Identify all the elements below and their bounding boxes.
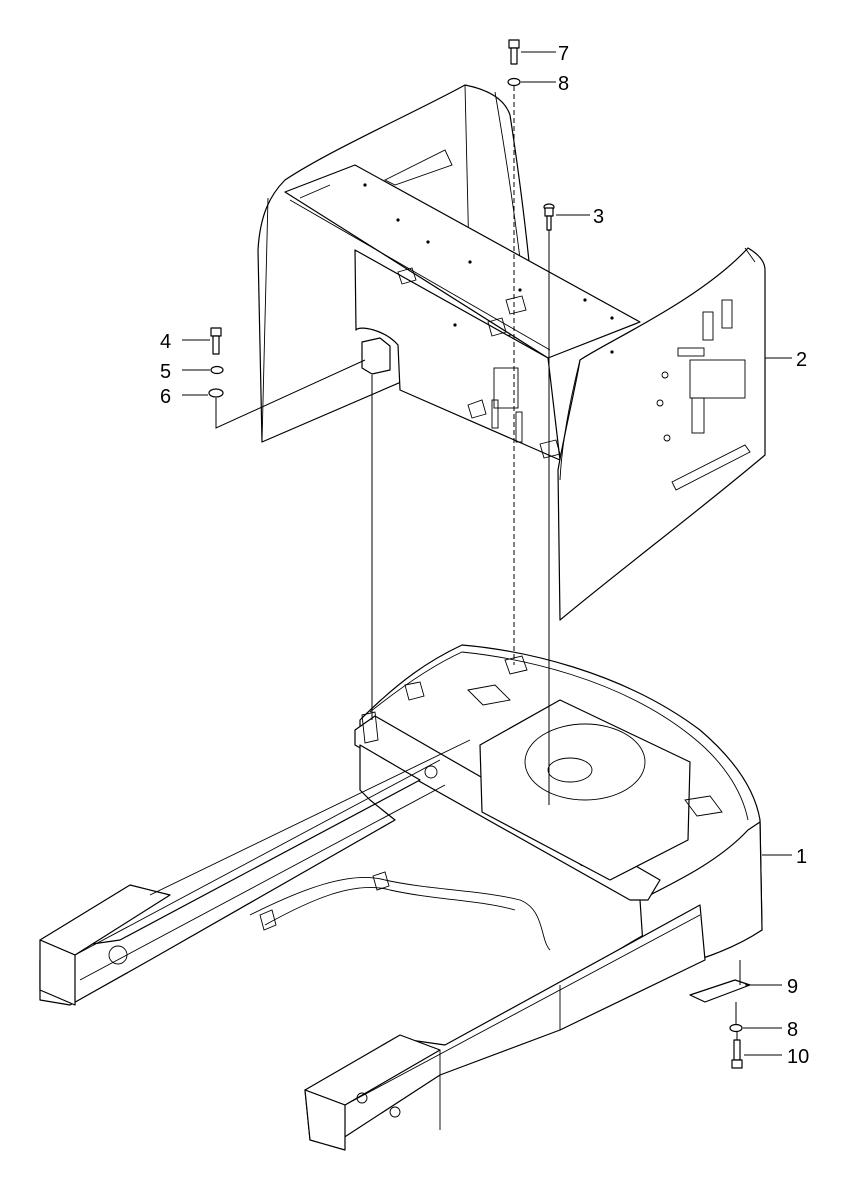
callout-8-bottom: 8: [787, 1019, 798, 1041]
left-arm-boss: [108, 945, 128, 965]
main-frame-assembly: [39, 644, 763, 1151]
callout-4: 4: [160, 331, 171, 353]
callout-7: 7: [558, 43, 569, 65]
inner-bracket-3: [505, 295, 527, 315]
hole: [468, 260, 472, 264]
swing-bearing-box: [479, 699, 691, 881]
inner-bracket-5: [539, 439, 561, 459]
right-arm-boss: [356, 1092, 368, 1104]
callout-1: 1: [796, 846, 807, 868]
washer-8-top-icon: [507, 77, 521, 87]
cross-member-hole-1: [424, 765, 438, 779]
inner-bracket-2: [487, 317, 507, 337]
right-panel-inner-edge: [559, 247, 756, 481]
inner-frame-block-4: [504, 655, 528, 675]
swing-bearing-opening: [524, 723, 646, 801]
inner-frame-block-2: [404, 681, 425, 701]
right-side-panel: [557, 247, 766, 621]
panel-slot-3: [689, 359, 746, 399]
right-arm-hole: [389, 1106, 401, 1118]
top-plate-lip: [289, 149, 551, 351]
bolt-4-icon: [210, 327, 222, 355]
frame-bracket-left: [361, 711, 379, 744]
panel-hole-2: [656, 399, 664, 407]
top-plate: [284, 164, 641, 359]
right-arm-rail: [344, 914, 701, 1130]
inner-strip-2: [515, 411, 523, 443]
swing-bearing-inner: [547, 757, 593, 783]
frame-bottom-cable: [249, 876, 551, 951]
right-arm-front: [304, 1089, 346, 1151]
bolt-7-icon: [508, 39, 520, 65]
hole: [363, 183, 367, 187]
assembly-line-part-9: [735, 960, 741, 1040]
inner-window: [493, 367, 519, 409]
panel-slot-5: [677, 347, 705, 357]
hole: [610, 350, 614, 354]
panel-slot-1: [702, 311, 714, 341]
washer-6-icon: [208, 388, 224, 398]
callout-9: 9: [787, 976, 798, 998]
bolt-10-icon: [731, 1039, 743, 1069]
cover-mount-bracket: [361, 337, 391, 375]
inner-frame-block-1: [467, 684, 511, 706]
callout-5: 5: [160, 361, 171, 383]
left-arm-front: [39, 939, 76, 1006]
cable-clip-2: [372, 871, 390, 891]
callout-8-top: 8: [558, 73, 569, 95]
cover-plate-part-9: [689, 979, 751, 1003]
frame-right-arm: [304, 904, 706, 1141]
hole: [426, 240, 430, 244]
panel-bottom-rail: [671, 444, 751, 491]
frame-top-rim: [369, 651, 749, 821]
washer-5-icon: [210, 365, 224, 375]
assembly-line-bolt-4: [215, 359, 373, 720]
inner-strip-1: [491, 399, 499, 429]
panel-hole-3: [663, 434, 671, 442]
inner-frame-block-3: [684, 795, 723, 817]
left-arm-rail: [74, 739, 471, 981]
panel-slot-4: [691, 397, 705, 434]
upper-cover-assembly: [257, 84, 766, 621]
hole: [396, 218, 400, 222]
hole: [518, 288, 522, 292]
panel-slot-2: [721, 299, 733, 329]
inner-front-face: [354, 249, 561, 461]
callout-3: 3: [593, 206, 604, 228]
frame-left-arm: [39, 744, 421, 1006]
panel-hole-1: [661, 371, 669, 379]
inner-bracket-1: [397, 267, 417, 285]
inner-bracket-4: [467, 399, 487, 419]
bolt-3-icon: [543, 203, 555, 231]
callout-10: 10: [787, 1046, 809, 1068]
hole: [453, 323, 457, 327]
washer-8-bottom-icon: [729, 1023, 743, 1033]
callout-2: 2: [796, 349, 807, 371]
callout-6: 6: [160, 386, 171, 408]
hole: [610, 316, 614, 320]
hole: [583, 298, 587, 302]
cable-clip-1: [259, 909, 277, 931]
